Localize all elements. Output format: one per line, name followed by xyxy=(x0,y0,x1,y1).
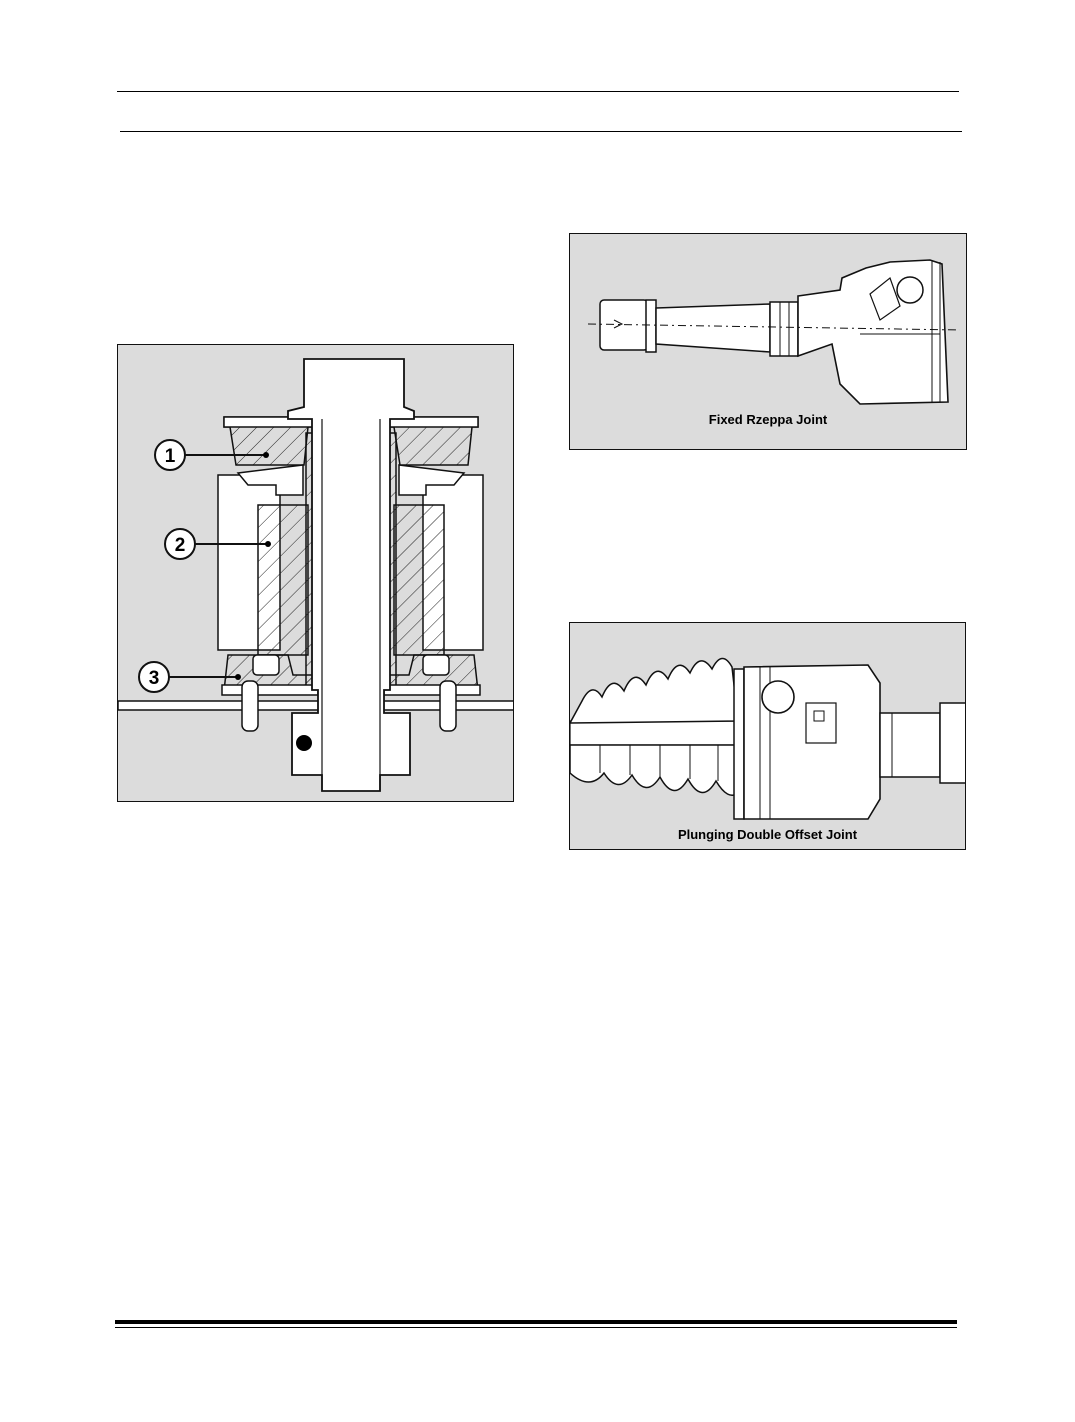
rzeppa-joint-drawing xyxy=(587,259,961,405)
rzeppa-joint-figure: Fixed Rzeppa Joint xyxy=(569,233,967,450)
header-rule-bottom xyxy=(120,131,962,132)
callout-1-label: 1 xyxy=(165,446,176,467)
callout-3-label: 3 xyxy=(149,668,160,689)
plunging-joint-caption: Plunging Double Offset Joint xyxy=(677,827,858,842)
header-rule-top xyxy=(117,91,959,92)
plunging-offset-joint-figure: Plunging Double Offset Joint xyxy=(569,622,966,850)
rzeppa-joint-caption: Fixed Rzeppa Joint xyxy=(708,412,828,427)
plunging-joint-drawing xyxy=(570,657,965,820)
footer-rule-thick xyxy=(115,1320,957,1324)
footer-rule-thin xyxy=(115,1327,957,1328)
strut-mount-drawing: 1 2 3 xyxy=(118,358,513,792)
strut-mount-cross-section-figure: 1 2 3 xyxy=(117,344,514,802)
callout-2-label: 2 xyxy=(175,535,186,556)
